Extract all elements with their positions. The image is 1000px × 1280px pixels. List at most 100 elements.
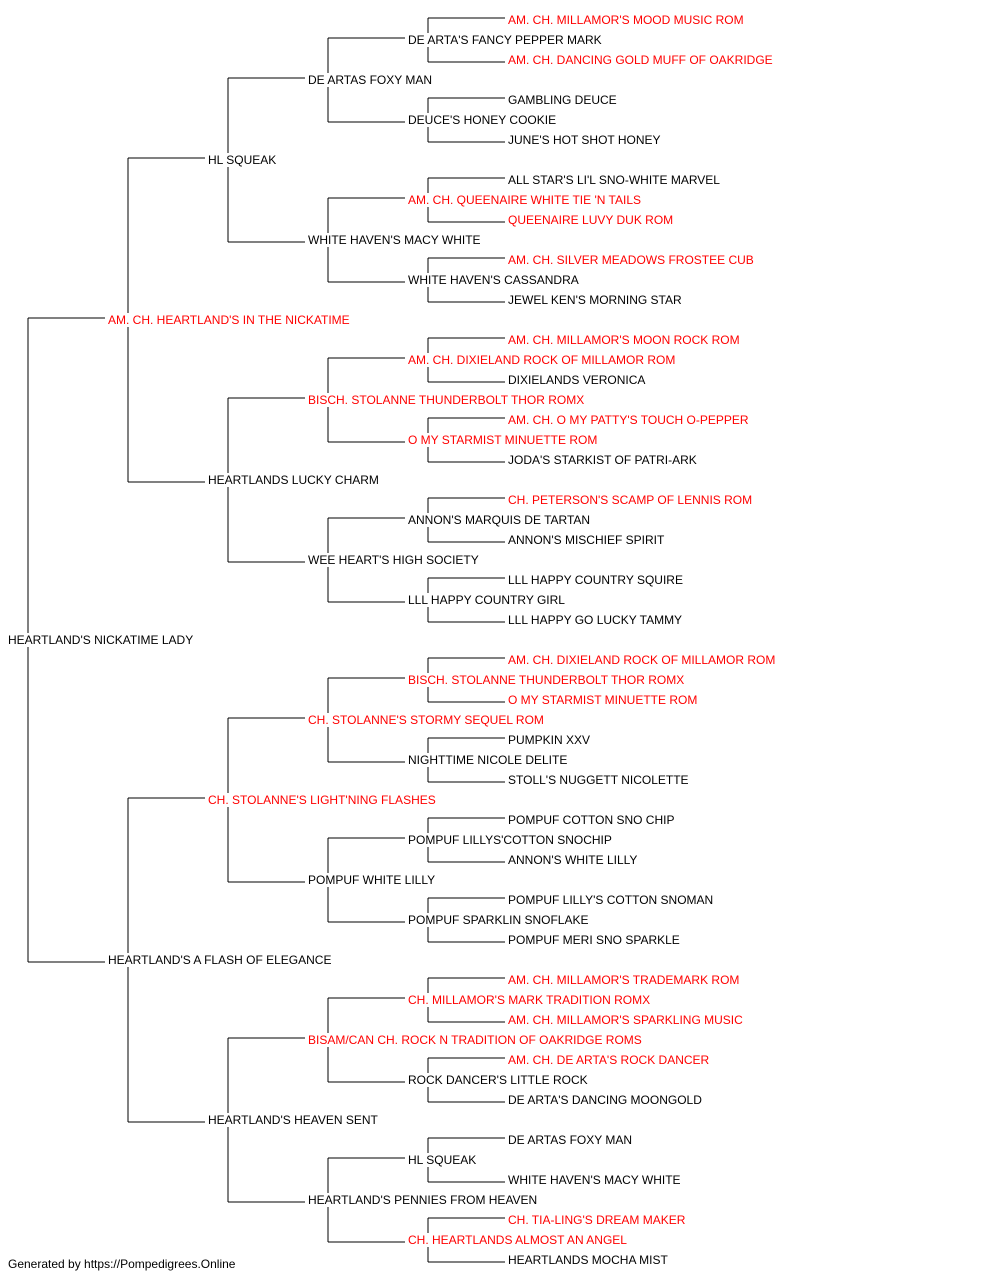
label-background bbox=[506, 453, 699, 467]
label-background bbox=[506, 933, 682, 947]
label-background bbox=[406, 193, 643, 207]
ancestor-name-gen5: DIXIELANDS VERONICA bbox=[508, 373, 645, 387]
ancestor-name-gen4: CH. HEARTLANDS ALMOST AN ANGEL bbox=[408, 1233, 627, 1247]
label-background bbox=[506, 813, 677, 827]
label-background bbox=[506, 1213, 688, 1227]
label-background bbox=[506, 973, 742, 987]
ancestor-name-gen2: HEARTLAND'S HEAVEN SENT bbox=[208, 1113, 379, 1127]
ancestor-name-gen5: AM. CH. O MY PATTY'S TOUCH O-PEPPER bbox=[508, 413, 749, 427]
label-background bbox=[406, 673, 687, 687]
label-background bbox=[506, 253, 756, 267]
ancestor-name-gen5: WHITE HAVEN'S MACY WHITE bbox=[508, 1173, 681, 1187]
label-background bbox=[506, 853, 640, 867]
ancestor-name-gen5: STOLL'S NUGGETT NICOLETTE bbox=[508, 773, 689, 787]
ancestor-name-gen5: PUMPKIN XXV bbox=[508, 733, 590, 747]
label-background bbox=[506, 1253, 671, 1267]
ancestor-name-gen5: JODA'S STARKIST OF PATRI-ARK bbox=[508, 453, 697, 467]
label-background bbox=[506, 893, 716, 907]
label-background bbox=[306, 553, 481, 567]
label-background bbox=[306, 233, 483, 247]
label-background bbox=[306, 1193, 540, 1207]
footer-credit: Generated by https://Pompedigrees.Online bbox=[8, 1257, 236, 1271]
ancestor-name-gen5: ALL STAR'S LI'L SNO-WHITE MARVEL bbox=[508, 173, 720, 187]
ancestor-name-gen3: BISAM/CAN CH. ROCK N TRADITION OF OAKRID… bbox=[308, 1033, 642, 1047]
label-background bbox=[506, 293, 684, 307]
label-background bbox=[506, 773, 691, 787]
ancestor-name-gen5: CH. TIA-LING'S DREAM MAKER bbox=[508, 1213, 686, 1227]
label-background bbox=[306, 713, 546, 727]
ancestor-name-gen4: NIGHTTIME NICOLE DELITE bbox=[408, 753, 567, 767]
ancestor-name-gen4: AM. CH. DIXIELAND ROCK OF MILLAMOR ROM bbox=[408, 353, 675, 367]
ancestor-name-gen4: O MY STARMIST MINUETTE ROM bbox=[408, 433, 597, 447]
ancestor-name-gen2: HL SQUEAK bbox=[208, 153, 276, 167]
ancestor-name-gen4: LLL HAPPY COUNTRY GIRL bbox=[408, 593, 565, 607]
ancestor-name-gen5: JEWEL KEN'S MORNING STAR bbox=[508, 293, 682, 307]
label-background bbox=[506, 1133, 635, 1147]
ancestor-name-gen5: O MY STARMIST MINUETTE ROM bbox=[508, 693, 697, 707]
ancestor-name-gen3: HEARTLAND'S PENNIES FROM HEAVEN bbox=[308, 1193, 537, 1207]
label-background bbox=[506, 653, 778, 667]
label-background bbox=[306, 73, 435, 87]
ancestor-name-gen5: LLL HAPPY GO LUCKY TAMMY bbox=[508, 613, 682, 627]
ancestor-name-gen5: DE ARTA'S DANCING MOONGOLD bbox=[508, 1093, 702, 1107]
label-background bbox=[306, 1033, 644, 1047]
ancestor-name-gen3: DE ARTAS FOXY MAN bbox=[308, 73, 432, 87]
ancestor-name-gen2: CH. STOLANNE'S LIGHT'NING FLASHES bbox=[208, 793, 436, 807]
label-background bbox=[506, 133, 663, 147]
ancestor-name-gen5: GAMBLING DEUCE bbox=[508, 93, 617, 107]
label-background bbox=[206, 473, 381, 487]
label-background bbox=[206, 793, 438, 807]
label-background bbox=[506, 373, 648, 387]
ancestor-name-gen4: AM. CH. QUEENAIRE WHITE TIE 'N TAILS bbox=[408, 193, 641, 207]
ancestor-name-gen5: ANNON'S MISCHIEF SPIRIT bbox=[508, 533, 665, 547]
ancestor-name-gen5: QUEENAIRE LUVY DUK ROM bbox=[508, 213, 673, 227]
ancestor-name-gen4: BISCH. STOLANNE THUNDERBOLT THOR ROMX bbox=[408, 673, 684, 687]
ancestor-name-gen3: WHITE HAVEN'S MACY WHITE bbox=[308, 233, 481, 247]
ancestor-name-gen4: POMPUF LILLYS'COTTON SNOCHIP bbox=[408, 833, 612, 847]
label-background bbox=[506, 733, 593, 747]
ancestor-name-gen5: AM. CH. DE ARTA'S ROCK DANCER bbox=[508, 1053, 710, 1067]
label-background bbox=[406, 993, 653, 1007]
ancestor-name-gen4: WHITE HAVEN'S CASSANDRA bbox=[408, 273, 579, 287]
label-background bbox=[406, 33, 604, 47]
ancestor-name-gen1: HEARTLAND'S A FLASH OF ELEGANCE bbox=[108, 953, 331, 967]
label-background bbox=[406, 273, 581, 287]
label-background bbox=[406, 593, 568, 607]
ancestor-name-gen5: AM. CH. DIXIELAND ROCK OF MILLAMOR ROM bbox=[508, 653, 775, 667]
label-background bbox=[506, 93, 619, 107]
label-background bbox=[406, 353, 678, 367]
label-background bbox=[506, 1053, 712, 1067]
label-background bbox=[106, 953, 334, 967]
ancestor-name-gen4: POMPUF SPARKLIN SNOFLAKE bbox=[408, 913, 589, 927]
label-background bbox=[506, 1013, 746, 1027]
label-background bbox=[506, 53, 775, 67]
label-background bbox=[406, 913, 591, 927]
label-background bbox=[306, 393, 587, 407]
label-background bbox=[206, 1113, 381, 1127]
label-background bbox=[6, 633, 196, 647]
ancestor-name-gen4: ROCK DANCER'S LITTLE ROCK bbox=[408, 1073, 588, 1087]
ancestor-name-gen1: AM. CH. HEARTLAND'S IN THE NICKATIME bbox=[108, 313, 350, 327]
label-background bbox=[506, 613, 685, 627]
label-background bbox=[506, 693, 700, 707]
label-background bbox=[506, 573, 685, 587]
ancestor-name-gen5: DE ARTAS FOXY MAN bbox=[508, 1133, 632, 1147]
ancestor-name-gen5: AM. CH. DANCING GOLD MUFF OF OAKRIDGE bbox=[508, 53, 773, 67]
ancestor-name-gen5: AM. CH. MILLAMOR'S MOOD MUSIC ROM bbox=[508, 13, 744, 27]
label-background bbox=[506, 213, 676, 227]
label-background bbox=[506, 173, 723, 187]
ancestor-name-gen5: ANNON'S WHITE LILLY bbox=[508, 853, 637, 867]
label-background bbox=[506, 413, 751, 427]
ancestor-name-gen3: CH. STOLANNE'S STORMY SEQUEL ROM bbox=[308, 713, 544, 727]
ancestor-name-gen5: JUNE'S HOT SHOT HONEY bbox=[508, 133, 661, 147]
label-background bbox=[406, 753, 570, 767]
ancestor-name-gen5: AM. CH. MILLAMOR'S SPARKLING MUSIC bbox=[508, 1013, 743, 1027]
label-background bbox=[406, 833, 614, 847]
ancestor-name-gen5: CH. PETERSON'S SCAMP OF LENNIS ROM bbox=[508, 493, 752, 507]
label-background bbox=[506, 533, 667, 547]
label-background bbox=[506, 13, 746, 27]
ancestor-name-gen5: POMPUF LILLY'S COTTON SNOMAN bbox=[508, 893, 713, 907]
label-background bbox=[406, 113, 559, 127]
